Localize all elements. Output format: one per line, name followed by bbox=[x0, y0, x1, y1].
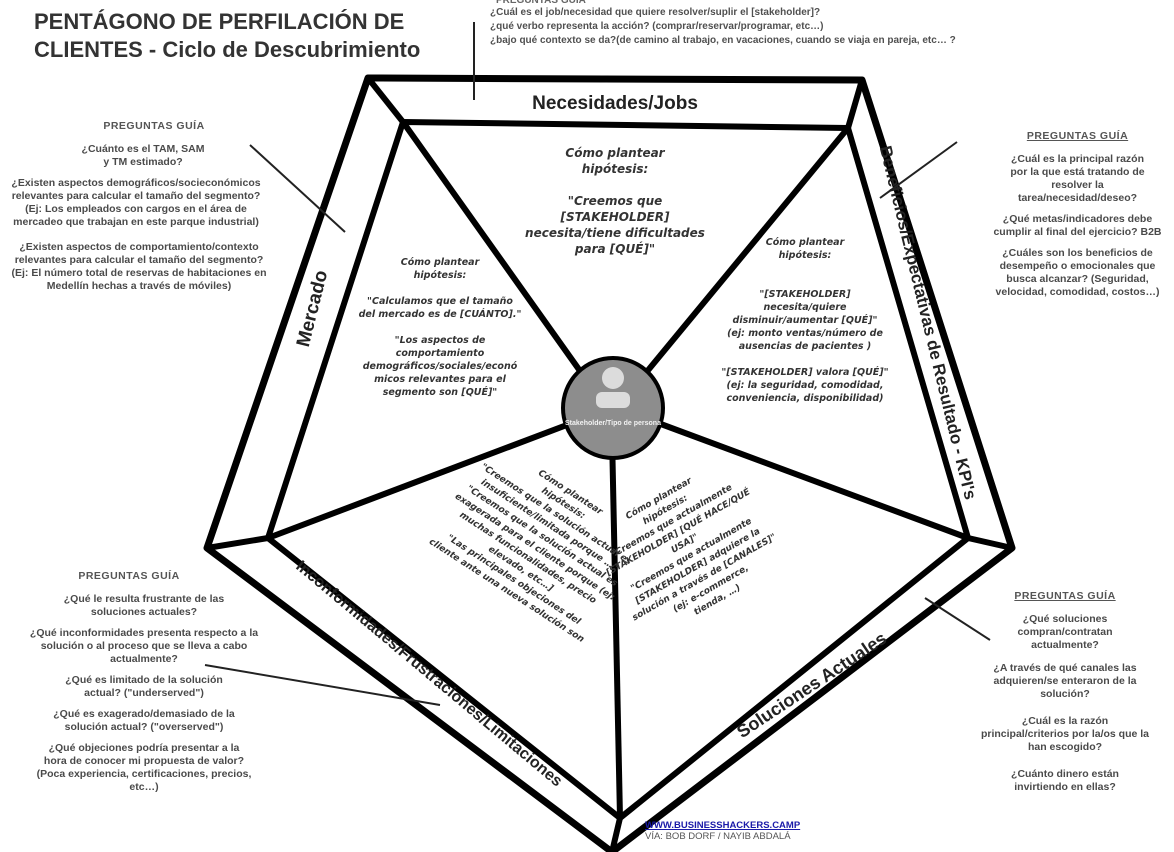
hypothesis-top-line: necesita/tiene dificultades bbox=[525, 226, 705, 240]
hypothesis-left-line: hipótesis: bbox=[414, 270, 467, 281]
top-question-1: ¿Cuál es el job/necesidad que quiere res… bbox=[490, 7, 821, 18]
corner-connectors bbox=[206, 76, 1013, 852]
hypothesis-right: Cómo plantear hipótesis: "[STAKEHOLDER] nec… bbox=[721, 237, 888, 404]
left-question-3: ¿Existen aspectos de comportamiento/cont… bbox=[11, 241, 267, 292]
right-question-2: ¿Qué metas/indicadores debe cumplir al f… bbox=[993, 213, 1162, 238]
hypothesis-left-line: micos relevantes para el bbox=[374, 374, 506, 385]
hypothesis-left: Cómo plantear hipótesis: "Calculamos que e… bbox=[359, 257, 522, 398]
band-label-top: Necesidades/Jobs bbox=[532, 93, 698, 114]
hypothesis-right-line: Cómo plantear bbox=[766, 237, 846, 248]
bottom-right-questions-header: PREGUNTAS GUÍA bbox=[1014, 590, 1116, 602]
hypothesis-right-line: (ej: monto ventas/número de bbox=[727, 328, 883, 339]
right-questions-header: PREGUNTAS GUÍA bbox=[1026, 130, 1129, 142]
left-question-2: ¿Existen aspectos demográficos/socieconó… bbox=[11, 177, 261, 228]
inner-pentagon bbox=[265, 119, 971, 821]
bottom-left-question-2: ¿Qué inconformidades presenta respecto a… bbox=[29, 627, 259, 665]
hypothesis-top-line: Cómo plantear bbox=[565, 146, 665, 160]
left-question-1: ¿Cuánto es el TAM, SAM y TM estimado? bbox=[81, 143, 205, 168]
hypothesis-right-line: conveniencia, disponibilidad) bbox=[727, 393, 884, 404]
hypothesis-left-line: demográficos/sociales/econó bbox=[363, 361, 518, 372]
title-line-2: CLIENTES - Ciclo de Descubrimiento bbox=[34, 37, 421, 62]
hypothesis-right-line: ausencias de pacientes ) bbox=[739, 341, 871, 352]
hypothesis-right-line: "[STAKEHOLDER] bbox=[759, 289, 851, 300]
bottom-left-question-4: ¿Qué es exagerado/demasiado de la soluci… bbox=[53, 708, 235, 733]
bottom-right-question-4: ¿Cuánto dinero están invirtiendo en ella… bbox=[1011, 768, 1119, 793]
hypothesis-right-line: disminuir/aumentar [QUÉ]" bbox=[733, 314, 878, 326]
footer-credit: VÍA: BOB DORF / NAYIB ABDALÁ bbox=[645, 831, 791, 842]
hypothesis-top-line: "Creemos que bbox=[568, 194, 663, 208]
center-spokes bbox=[266, 120, 970, 819]
left-questions-header: PREGUNTAS GUÍA bbox=[103, 120, 205, 132]
hypothesis-top-line: hipótesis: bbox=[582, 162, 649, 176]
hypothesis-right-line: (ej: la seguridad, comodidad, bbox=[727, 380, 884, 391]
page-title: PENTÁGONO DE PERFILACIÓN DE CLIENTES - C… bbox=[34, 8, 420, 64]
hypothesis-top: Cómo plantear hipótesis: "Creemos que [STAK… bbox=[525, 146, 705, 256]
hypothesis-left-line: comportamiento bbox=[396, 348, 485, 359]
right-question-1: ¿Cuál es la principal razón por la que e… bbox=[1010, 153, 1145, 204]
hypothesis-right-line: "[STAKEHOLDER] valora [QUÉ]" bbox=[721, 366, 888, 378]
bottom-right-question-1: ¿Qué soluciones compran/contratan actual… bbox=[1017, 613, 1113, 651]
hypothesis-left-line: Cómo plantear bbox=[401, 257, 481, 268]
hypothesis-top-line: [STAKEHOLDER] bbox=[560, 210, 670, 224]
top-question-2: ¿qué verbo representa la acción? (compra… bbox=[490, 21, 824, 32]
hypothesis-right-line: hipótesis: bbox=[779, 250, 832, 261]
top-questions-header: PREGUNTAS GUÍA bbox=[496, 0, 586, 6]
bottom-right-guide-questions: PREGUNTAS GUÍA ¿Qué soluciones compran/c… bbox=[960, 590, 1170, 802]
person-icon bbox=[596, 367, 630, 408]
title-line-1: PENTÁGONO DE PERFILACIÓN DE bbox=[34, 9, 405, 34]
bottom-left-guide-questions: PREGUNTAS GUÍA ¿Qué le resulta frustrant… bbox=[28, 570, 260, 802]
hypothesis-left-line: segmento son [QUÉ]" bbox=[383, 386, 498, 398]
footer: WWW.BUSINESSHACKERS.CAMP VÍA: BOB DORF /… bbox=[645, 820, 800, 842]
hypothesis-top-line: para [QUÉ]" bbox=[574, 241, 655, 256]
guide-arrows bbox=[204, 22, 991, 706]
bottom-left-question-5: ¿Qué objeciones podría presentar a la ho… bbox=[36, 742, 252, 793]
hypothesis-left-line: del mercado es de [CUÁNTO]." bbox=[359, 308, 522, 320]
bottom-right-question-2: ¿A través de qué canales las adquieren/s… bbox=[993, 662, 1137, 700]
right-guide-questions: PREGUNTAS GUÍA ¿Cuál es la principal raz… bbox=[985, 130, 1170, 307]
bottom-left-question-1: ¿Qué le resulta frustrante de las soluci… bbox=[63, 593, 225, 618]
bottom-left-questions-header: PREGUNTAS GUÍA bbox=[78, 570, 180, 582]
left-guide-questions: PREGUNTAS GUÍA ¿Cuánto es el TAM, SAM y … bbox=[8, 120, 270, 301]
bottom-left-question-3: ¿Qué es limitado de la solución actual? … bbox=[65, 674, 223, 699]
footer-link[interactable]: WWW.BUSINESSHACKERS.CAMP bbox=[645, 820, 801, 831]
top-question-3: ¿bajo qué contexto se da?(de camino al t… bbox=[490, 35, 956, 46]
hypothesis-left-line: "Los aspectos de bbox=[395, 335, 486, 346]
right-question-3: ¿Cuáles son los beneficios de desempeño … bbox=[995, 247, 1160, 298]
top-guide-questions: PREGUNTAS GUÍA ¿Cuál es el job/necesidad… bbox=[490, 0, 956, 48]
hypothesis-right-line: necesita/quiere bbox=[763, 302, 847, 313]
center-label: Stakeholder/Tipo de persona bbox=[565, 420, 661, 427]
bottom-right-question-3: ¿Cuál es la razón principal/criterios po… bbox=[980, 715, 1150, 753]
hypothesis-left-line: "Calculamos que el tamaño bbox=[367, 296, 513, 307]
